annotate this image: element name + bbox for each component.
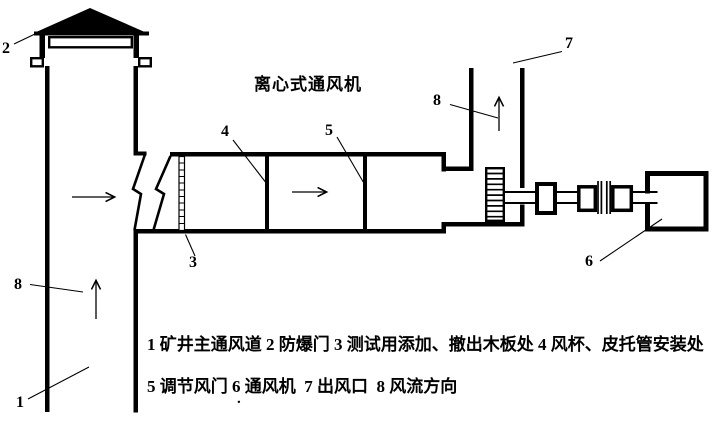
mine-shaft-duct: [45, 66, 147, 413]
duct-bottom-wall: [133, 229, 446, 234]
pitot-mount-partition: [265, 154, 269, 231]
left-latch-block: [30, 57, 45, 68]
adjusting-damper-partition: [363, 154, 367, 231]
legend-line-1: 1 矿井主通风道 2 防爆门 3 测试用添加、撤出木板处 4 风杯、皮托管安装处: [147, 335, 704, 354]
callout-leaders: [13, 33, 663, 400]
shaft-right-wall-upper: [133, 66, 138, 152]
test-board-strip: [178, 155, 186, 232]
leader-8-outlet: [449, 103, 499, 119]
leader-1: [27, 366, 90, 400]
callout-5: 5: [325, 122, 333, 139]
coupling-plates: [597, 181, 612, 214]
airflow-arrows: [72, 98, 499, 319]
callout-4: 4: [221, 123, 229, 140]
callout-3: 3: [189, 254, 197, 271]
break-symbol: [131, 152, 172, 231]
break-zigzag-left: [131, 152, 147, 231]
callout-2: 2: [2, 40, 10, 57]
shaft-left-wall: [45, 66, 50, 412]
fan-impeller: [485, 166, 506, 222]
shaft-notch: [644, 193, 658, 202]
door-frame: [48, 36, 133, 49]
roof-base-bar: [34, 31, 149, 36]
fan-drive-train: [505, 171, 709, 232]
coupling-right-half: [611, 185, 634, 213]
callout-1: 1: [16, 394, 24, 411]
callout-7: 7: [565, 35, 573, 52]
outlet-right-wall-upper: [520, 68, 525, 188]
leader-3: [184, 234, 196, 257]
leader-4: [232, 139, 268, 185]
legend-line-2: 5 调节风门 6 通风机 7 出风口 8 风流方向: [147, 377, 458, 396]
stray-mark: .: [237, 391, 241, 407]
left-post: [39, 34, 45, 58]
duct-narrow-bottom-wall: [443, 222, 523, 227]
right-post: [133, 34, 139, 58]
duct-top-wall: [170, 152, 446, 157]
roof-triangle: [34, 8, 147, 33]
leader-8-shaft: [29, 283, 84, 293]
diagram-title: 离心式通风机: [254, 75, 362, 94]
coupling-left-half: [577, 185, 598, 213]
duct-top-step: [441, 152, 446, 172]
duct-bottom-step: [441, 222, 446, 234]
horizontal-duct: [133, 152, 523, 234]
duct-narrow-top-wall: [443, 166, 473, 171]
callout-8-shaft: 8: [14, 276, 22, 293]
shaft-right-wall-lower: [133, 231, 138, 413]
outlet-left-wall: [469, 68, 474, 171]
leader-2: [13, 33, 37, 45]
callout-8-outlet: 8: [433, 92, 441, 109]
leader-6: [599, 218, 663, 262]
bearing-block: [535, 182, 557, 215]
drive-shaft: [505, 191, 658, 204]
outlet-right-wall-lower: [520, 204, 525, 227]
right-latch-block: [137, 57, 152, 68]
callout-6: 6: [585, 253, 593, 270]
break-zigzag-right: [152, 155, 172, 231]
leader-5: [336, 136, 366, 186]
duct-top-lip: [133, 151, 147, 156]
air-outlet-duct: [469, 68, 525, 227]
leader-7: [512, 50, 563, 64]
explosion-proof-door: [30, 8, 152, 68]
